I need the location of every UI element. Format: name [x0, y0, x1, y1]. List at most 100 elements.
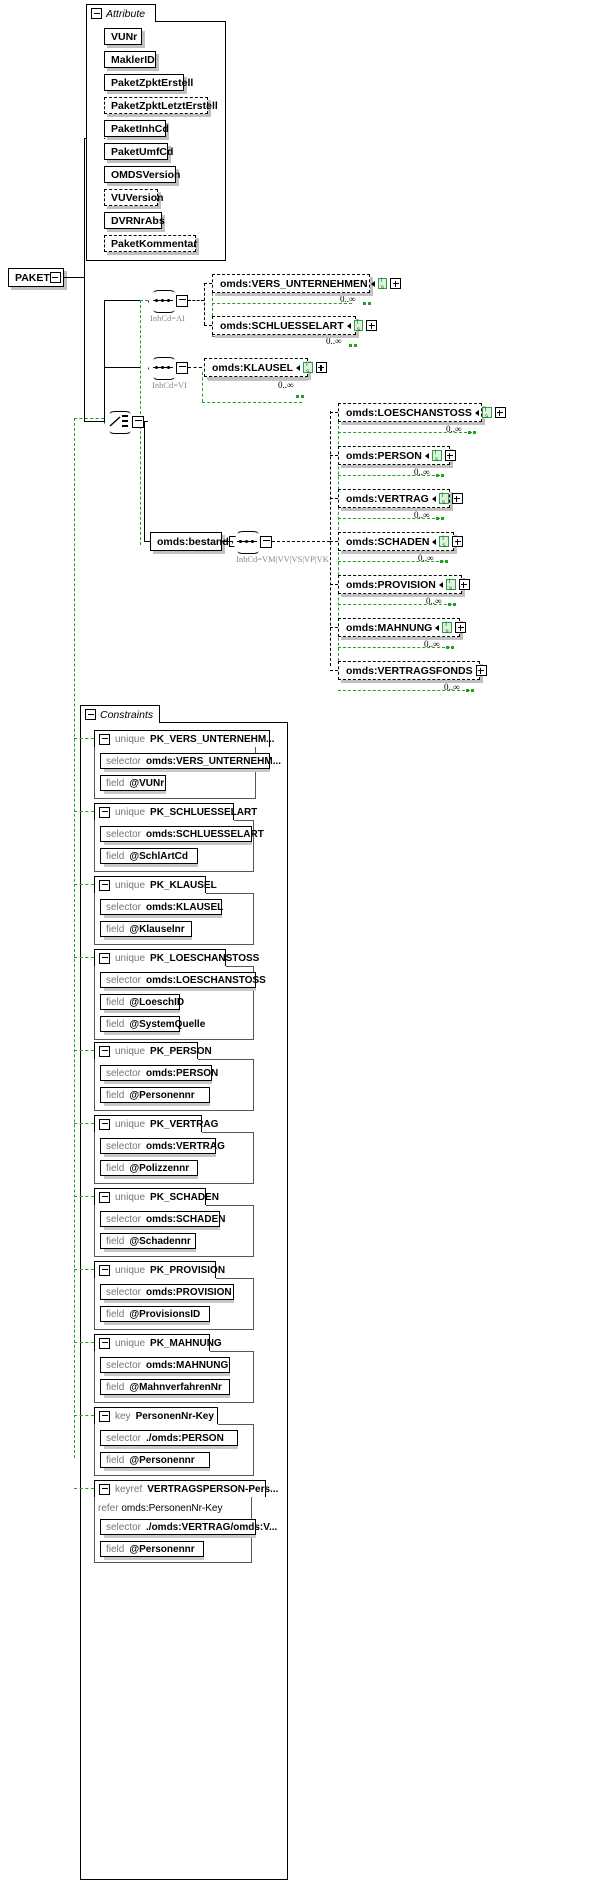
sequence-vi-collapse-icon[interactable] — [176, 362, 188, 374]
is-badge-icon: i s — [377, 277, 388, 291]
constraint-field[interactable]: field@SystemQuelle — [100, 1016, 205, 1032]
compositor-sequence-ai[interactable] — [148, 290, 188, 313]
element-expand-icon[interactable] — [444, 450, 456, 461]
constraint-field[interactable]: field@SchlArtCd — [100, 848, 198, 864]
paket-collapse-icon[interactable] — [49, 272, 61, 283]
constraint-field[interactable]: field@MahnverfahrenNr — [100, 1379, 230, 1395]
element-expand-icon[interactable] — [315, 362, 327, 373]
element-expand-icon[interactable] — [390, 278, 402, 289]
constraints-group-tab[interactable]: Constraints — [80, 705, 160, 723]
attribute-paketumfcd[interactable]: PaketUmfCd — [104, 143, 173, 160]
constraint-kind: unique — [115, 806, 146, 818]
refer-value: omds:PersonenNr-Key — [121, 1503, 223, 1514]
attribute-vuversion[interactable]: VUVersion — [104, 189, 164, 206]
constraint-tab-pkschluesselart[interactable]: unique PK_SCHLUESSELART — [94, 803, 257, 820]
attribute-maklerid[interactable]: MaklerID — [104, 51, 156, 68]
element-expand-icon[interactable] — [366, 320, 378, 331]
collapse-icon[interactable] — [99, 879, 110, 891]
element-label: omds:LOESCHANSTOSS — [346, 406, 472, 419]
constraint-selector[interactable]: selector./omds:PERSON — [100, 1430, 238, 1446]
collapse-icon[interactable] — [91, 8, 102, 19]
attribute-paketzpktletzterstell[interactable]: PaketZpktLetztErstell — [104, 97, 218, 114]
element-vertragsfonds[interactable]: omds:VERTRAGSFONDS — [338, 661, 487, 680]
attribute-group-tab[interactable]: Attribute — [86, 4, 156, 22]
collapse-icon[interactable] — [85, 709, 96, 720]
selector-label: selector — [106, 1521, 142, 1533]
constraint-field[interactable]: field@Personennr — [100, 1452, 210, 1468]
constraint-field[interactable]: field@Schadennr — [100, 1233, 196, 1249]
selector-label: selector — [106, 828, 142, 840]
collapse-icon[interactable] — [99, 1118, 110, 1130]
element-expand-icon[interactable] — [455, 622, 467, 633]
element-vers-unternehmen[interactable]: omds:VERS_UNTERNEHMEN i s — [212, 274, 402, 293]
attribute-vunr[interactable]: VUNr — [104, 28, 142, 45]
element-schluesselart[interactable]: omds:SCHLUESSELART i s — [212, 316, 378, 335]
choice-collapse-icon[interactable] — [132, 416, 144, 428]
sequence-bestand-collapse-icon[interactable] — [260, 536, 272, 548]
element-expand-icon[interactable] — [494, 407, 506, 418]
collapse-icon[interactable] — [99, 1337, 110, 1349]
field-label: field — [106, 996, 125, 1008]
compositor-sequence-bestand[interactable] — [232, 531, 272, 554]
attribute-dvrnrabs[interactable]: DVRNrAbs — [104, 212, 165, 229]
collapse-icon[interactable] — [99, 1191, 110, 1203]
attribute-omdsversion[interactable]: OMDSVersion — [104, 166, 180, 183]
collapse-icon[interactable] — [99, 1045, 110, 1057]
collapse-icon[interactable] — [99, 733, 110, 745]
compositor-choice[interactable] — [104, 411, 144, 434]
collapse-icon[interactable] — [99, 1483, 110, 1495]
element-bestand[interactable]: omds:bestand — [150, 532, 240, 551]
element-expand-icon[interactable] — [452, 536, 464, 547]
element-klausel[interactable]: omds:KLAUSEL i s — [204, 358, 327, 377]
compositor-sequence-vi[interactable] — [148, 357, 188, 380]
constraint-name: PK_SCHLUESSELART — [150, 806, 258, 818]
element-label: omds:VERTRAGSFONDS — [346, 664, 473, 677]
element-expand-icon[interactable] — [458, 579, 470, 590]
constraint-field[interactable]: field@Polizzennr — [100, 1160, 198, 1176]
element-expand-icon[interactable] — [475, 665, 487, 676]
sequence-ai-collapse-icon[interactable] — [176, 295, 188, 307]
attribute-paketzpkterstell[interactable]: PaketZpktErstell — [104, 74, 193, 91]
collapse-icon[interactable] — [99, 806, 110, 818]
collapse-icon[interactable] — [99, 952, 110, 964]
element-expand-icon[interactable] — [451, 493, 463, 504]
attribute-label: VUNr — [111, 30, 138, 43]
collapse-icon[interactable] — [99, 1264, 110, 1276]
collapse-icon[interactable] — [99, 1410, 110, 1422]
constraint-field[interactable]: field@Personennr — [100, 1087, 210, 1103]
constraint-field[interactable]: field@LoeschID — [100, 994, 184, 1010]
constraint-field[interactable]: field@Personennr — [100, 1541, 204, 1557]
attribute-paketinhcd[interactable]: PaketInhCd — [104, 120, 169, 137]
root-element-paket[interactable]: PAKET — [8, 268, 64, 287]
constraint-field[interactable]: field@ProvisionsID — [100, 1306, 210, 1322]
attribute-paketkommentar[interactable]: PaketKommentar — [104, 235, 197, 252]
constraint-field[interactable]: field@Klauselnr — [100, 921, 192, 937]
constraint-selector[interactable]: selector./omds:VERTRAG/omds:V... — [100, 1519, 277, 1535]
constraint-field[interactable]: field@VUNr — [100, 775, 166, 791]
